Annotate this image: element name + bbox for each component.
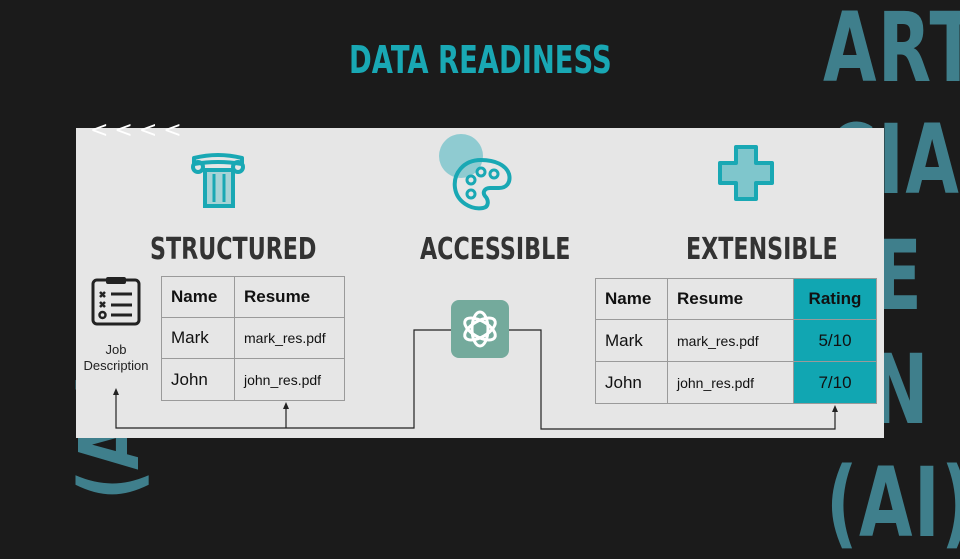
chatgpt-logo-icon bbox=[451, 300, 509, 363]
heading-structured-text: STRUCTURED bbox=[150, 232, 317, 267]
job-description-line1: Job bbox=[105, 342, 127, 357]
table-header-row: Name Resume Rating bbox=[595, 278, 877, 320]
table-cell: John bbox=[161, 358, 235, 401]
checklist-icon bbox=[90, 276, 142, 331]
structured-table: Name Resume Mark mark_res.pdf John john_… bbox=[161, 276, 345, 401]
palette-icon bbox=[437, 132, 513, 217]
extensible-table: Name Resume Rating Mark mark_res.pdf 5/1… bbox=[595, 278, 877, 404]
job-description-line2: Description bbox=[83, 358, 149, 373]
connector-lines bbox=[113, 329, 838, 430]
chevrons-decoration: <<<< bbox=[90, 118, 188, 143]
page-title: DATA READINESS bbox=[0, 38, 960, 82]
table-cell: mark_res.pdf bbox=[667, 319, 794, 362]
table-cell: mark_res.pdf bbox=[234, 317, 345, 359]
table-header-cell: Name bbox=[595, 278, 668, 320]
page-title-text: DATA READINESS bbox=[348, 38, 612, 82]
table-header-cell: Resume bbox=[234, 276, 345, 318]
table-cell: Mark bbox=[161, 317, 235, 359]
table-cell: john_res.pdf bbox=[667, 361, 794, 404]
pillar-icon bbox=[188, 150, 248, 217]
plus-icon bbox=[716, 143, 776, 208]
heading-accessible: ACCESSIBLE bbox=[420, 232, 623, 267]
table-header-cell: Resume bbox=[667, 278, 794, 320]
table-header-cell: Rating bbox=[793, 278, 877, 320]
table-header-row: Name Resume bbox=[161, 276, 345, 318]
table-cell: john_res.pdf bbox=[234, 358, 345, 401]
bg-word-1: ARTI bbox=[823, 0, 960, 104]
rating-cell: 5/10 bbox=[793, 319, 877, 362]
heading-extensible: EXTENSIBLE bbox=[686, 232, 891, 267]
table-row: Mark mark_res.pdf bbox=[161, 317, 345, 359]
rating-cell: 7/10 bbox=[793, 361, 877, 404]
table-cell: John bbox=[595, 361, 668, 404]
table-row: John john_res.pdf 7/10 bbox=[595, 361, 877, 404]
heading-accessible-text: ACCESSIBLE bbox=[420, 232, 571, 267]
heading-extensible-text: EXTENSIBLE bbox=[686, 232, 838, 267]
table-header-cell: Name bbox=[161, 276, 235, 318]
job-description-label: Job Description bbox=[76, 342, 156, 374]
heading-structured: STRUCTURED bbox=[150, 232, 375, 267]
table-cell: Mark bbox=[595, 319, 668, 362]
table-row: John john_res.pdf bbox=[161, 358, 345, 401]
table-row: Mark mark_res.pdf 5/10 bbox=[595, 319, 877, 362]
